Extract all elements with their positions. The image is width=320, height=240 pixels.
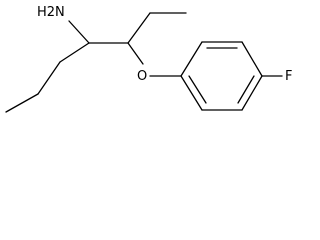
bond-ethyl-1 [127, 12, 151, 44]
structure-diagram: H2N O F [5, 5, 292, 113]
ring-bond-3 [241, 41, 263, 77]
bonds [5, 12, 283, 113]
fluorine-label: F [285, 69, 292, 84]
amine-label: H2N [37, 5, 65, 20]
ring-bond-6 [180, 75, 203, 111]
ring-bond-1 [180, 41, 203, 77]
bond-propyl-2 [37, 61, 61, 95]
bond-propyl-1 [5, 93, 39, 113]
bond-propyl-3 [59, 42, 90, 63]
bond-c-o [127, 42, 144, 65]
ring-double-bond-3 [188, 75, 207, 104]
oxygen-label: O [137, 69, 147, 84]
ring-bond-4 [241, 75, 263, 111]
bond-c-nh2 [68, 20, 90, 44]
atom-labels: H2N O F [37, 5, 292, 84]
ring-double-bond-2 [237, 75, 255, 104]
